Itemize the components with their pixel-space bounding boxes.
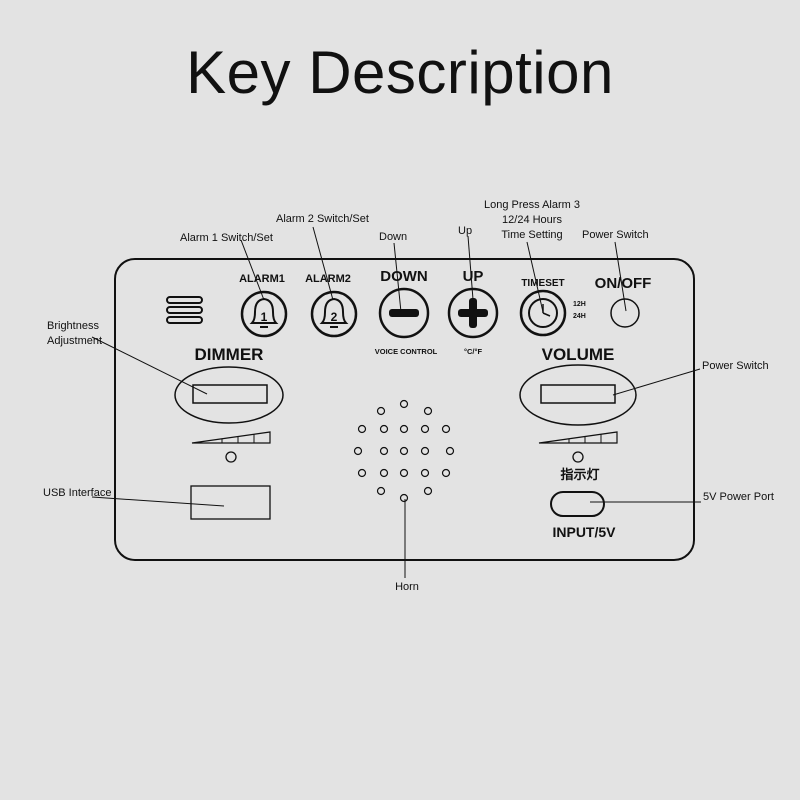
24h-label: 24H	[573, 313, 586, 320]
speaker-hole	[399, 399, 409, 409]
speaker-hole	[420, 424, 430, 434]
speaker-hole	[423, 486, 433, 496]
timeset-button[interactable]	[519, 289, 567, 337]
volume-control[interactable]	[519, 364, 637, 426]
up-label: UP	[463, 268, 484, 285]
down-button[interactable]	[378, 287, 430, 339]
volume-slider[interactable]	[540, 384, 616, 404]
dimmer-indicator	[225, 451, 237, 463]
speaker-hole	[399, 446, 409, 456]
12h-label: 12H	[573, 301, 586, 308]
power-port	[550, 491, 605, 517]
vent-slots-icon	[166, 296, 203, 324]
callout-alarm3-line2: 12/24 Hours	[502, 214, 562, 226]
bell-icon	[319, 297, 349, 324]
speaker-hole	[376, 406, 386, 416]
speaker-hole	[376, 486, 386, 496]
speaker-hole	[399, 468, 409, 478]
callout-power-switch-right: Power Switch	[702, 360, 769, 372]
speaker-hole	[399, 424, 409, 434]
volume-level-icon	[538, 431, 618, 444]
alarm2-button[interactable]: 2	[310, 290, 358, 338]
speaker-hole	[423, 406, 433, 416]
callout-up: Up	[458, 225, 472, 237]
callout-brightness-line2: Adjustment	[47, 335, 102, 347]
callout-power-port: 5V Power Port	[703, 491, 774, 503]
dimmer-level-icon	[191, 431, 271, 444]
alarm1-label: ALARM1	[239, 273, 285, 285]
speaker-hole	[420, 446, 430, 456]
usb-port	[190, 485, 271, 520]
input-label: INPUT/5V	[552, 524, 616, 540]
speaker-hole	[379, 468, 389, 478]
power-indicator-light	[572, 451, 584, 463]
speaker-hole	[445, 446, 455, 456]
alarm2-label: ALARM2	[305, 273, 351, 285]
dimmer-slider[interactable]	[192, 384, 268, 404]
voice-control-label: VOICE CONTROL	[375, 347, 438, 356]
speaker-hole	[379, 424, 389, 434]
power-button[interactable]	[610, 298, 640, 328]
speaker-grille	[353, 399, 455, 503]
callout-lines	[91, 226, 701, 578]
dimmer-control[interactable]	[174, 366, 284, 424]
speaker-hole	[357, 424, 367, 434]
callout-power-switch-top: Power Switch	[582, 229, 649, 241]
speaker-hole	[353, 446, 363, 456]
dimmer-label: DIMMER	[195, 345, 264, 364]
callout-brightness-line1: Brightness	[47, 320, 99, 332]
callout-usb: USB Interface	[43, 487, 111, 499]
minus-icon	[389, 309, 419, 317]
plus-icon	[458, 298, 488, 328]
callout-down: Down	[379, 231, 407, 243]
callout-alarm2: Alarm 2 Switch/Set	[276, 213, 369, 225]
alarm2-digit: 2	[331, 310, 338, 324]
speaker-hole	[441, 424, 451, 434]
callout-horn: Horn	[395, 581, 419, 593]
onoff-label: ON/OFF	[595, 275, 652, 292]
alarm1-button[interactable]: 1	[240, 290, 288, 338]
callout-alarm3-line1: Long Press Alarm 3	[484, 199, 580, 211]
timeset-label: TIMESET	[521, 278, 564, 289]
speaker-hole	[441, 468, 451, 478]
speaker-hole	[420, 468, 430, 478]
alarm1-digit: 1	[261, 310, 268, 324]
temp-unit-label: °C/°F	[464, 347, 482, 356]
speaker-hole	[379, 446, 389, 456]
indicator-label: 指示灯	[560, 467, 599, 482]
volume-label: VOLUME	[542, 345, 615, 364]
down-label: DOWN	[380, 268, 428, 285]
up-button[interactable]	[447, 287, 499, 339]
page-title: Key Description	[186, 39, 614, 106]
speaker-hole	[399, 493, 409, 503]
callout-alarm3-line3: Time Setting	[501, 229, 562, 241]
speaker-hole	[357, 468, 367, 478]
callout-alarm1: Alarm 1 Switch/Set	[180, 232, 273, 244]
